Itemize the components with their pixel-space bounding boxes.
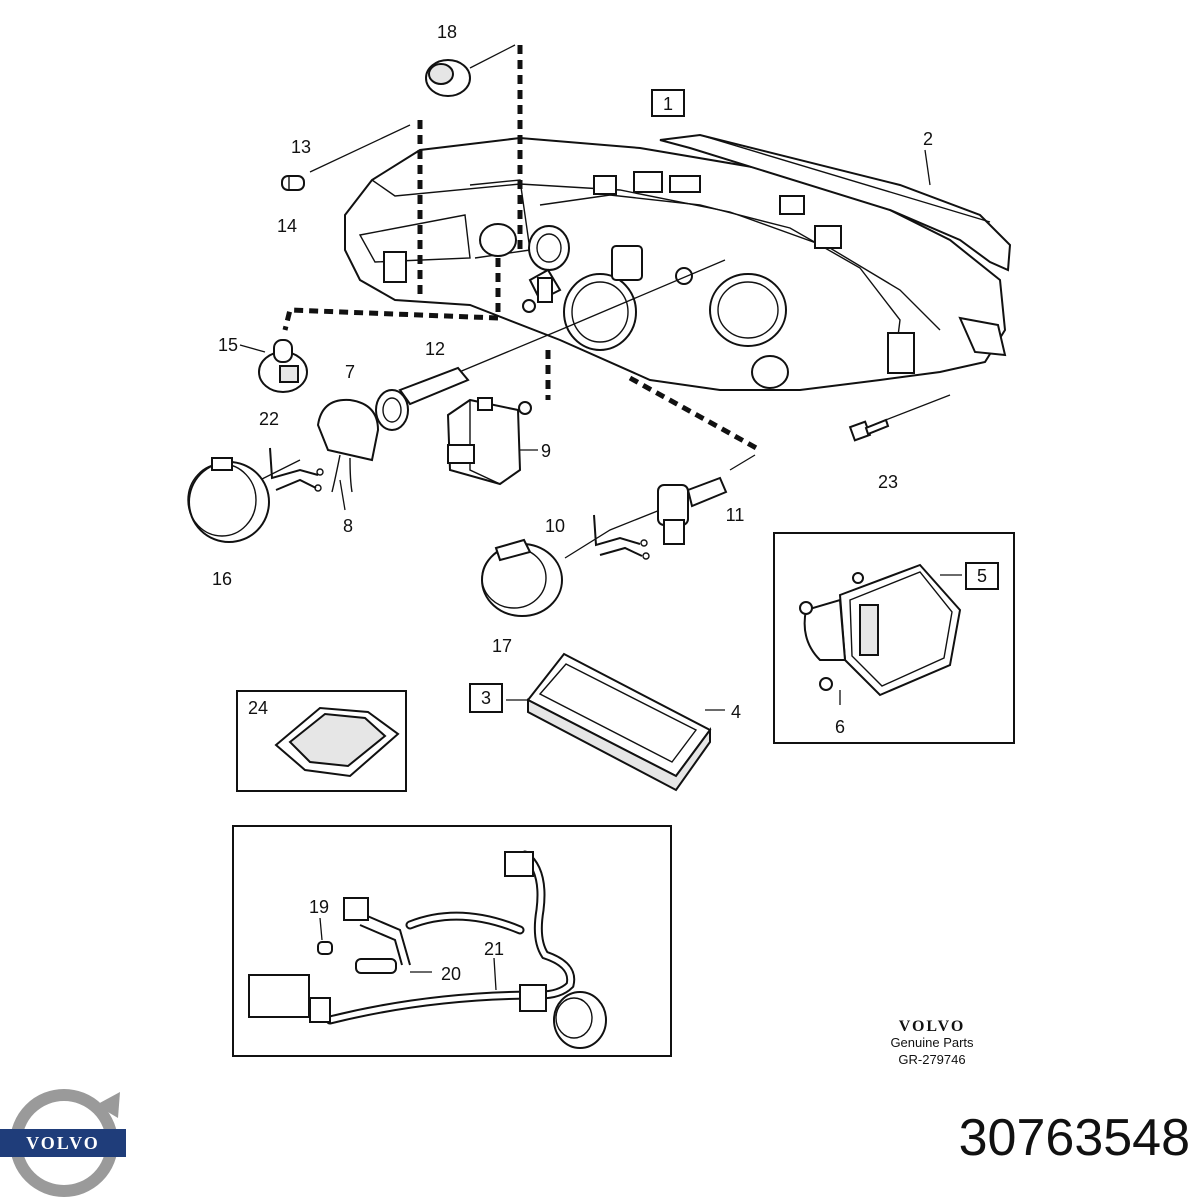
leveling-motor-9 <box>446 397 532 486</box>
callout-12: 12 <box>425 339 445 359</box>
callout-box-3 <box>469 683 503 713</box>
ballast-unit <box>799 563 962 697</box>
footer-genuine-parts: Genuine Parts <box>890 1035 974 1050</box>
callout-22: 22 <box>259 409 279 429</box>
callout-15: 15 <box>218 335 238 355</box>
bulb-holder-15 <box>258 339 308 393</box>
callout-8: 8 <box>343 516 353 536</box>
socket-18 <box>425 59 471 97</box>
callout-19: 19 <box>309 897 329 917</box>
footer-drawing-ref: GR-279746 <box>898 1052 965 1067</box>
bulb-13 <box>281 175 305 191</box>
cap-24 <box>274 706 400 778</box>
callout-2: 2 <box>923 129 933 149</box>
wiring-harness <box>248 850 607 1049</box>
cover-16 <box>187 457 270 543</box>
callout-5: 5 <box>977 566 987 586</box>
callout-4: 4 <box>731 702 741 722</box>
callout-20: 20 <box>441 964 461 984</box>
callout-1: 1 <box>663 94 673 114</box>
callout-14: 14 <box>277 216 297 236</box>
bulb-11 <box>657 476 728 545</box>
callout-24: 24 <box>248 698 268 718</box>
bolt-23 <box>848 418 890 442</box>
volvo-logo: VOLVO <box>0 1089 126 1197</box>
callout-9: 9 <box>541 441 551 461</box>
gasket-4 <box>526 652 712 792</box>
callout-17: 17 <box>492 636 512 656</box>
volvo-logo-text: VOLVO <box>26 1133 100 1153</box>
callout-13: 13 <box>291 137 311 157</box>
callout-18: 18 <box>437 22 457 42</box>
cover-7 <box>316 398 380 493</box>
headlamp-housing <box>344 133 1012 391</box>
callout-3: 3 <box>481 688 491 708</box>
callout-10: 10 <box>545 516 565 536</box>
callout-box-5 <box>965 562 999 590</box>
callout-box-1 <box>651 89 685 117</box>
footer-brand: VOLVO <box>899 1018 966 1035</box>
callout-6: 6 <box>835 717 845 737</box>
callout-7: 7 <box>345 362 355 382</box>
callout-11: 11 <box>726 505 745 525</box>
part-number: 30763548 <box>958 1109 1190 1167</box>
callout-16: 16 <box>212 569 232 589</box>
callout-21: 21 <box>484 939 504 959</box>
cover-17 <box>481 538 563 617</box>
bulb-12 <box>375 366 470 431</box>
callout-23: 23 <box>878 472 898 492</box>
